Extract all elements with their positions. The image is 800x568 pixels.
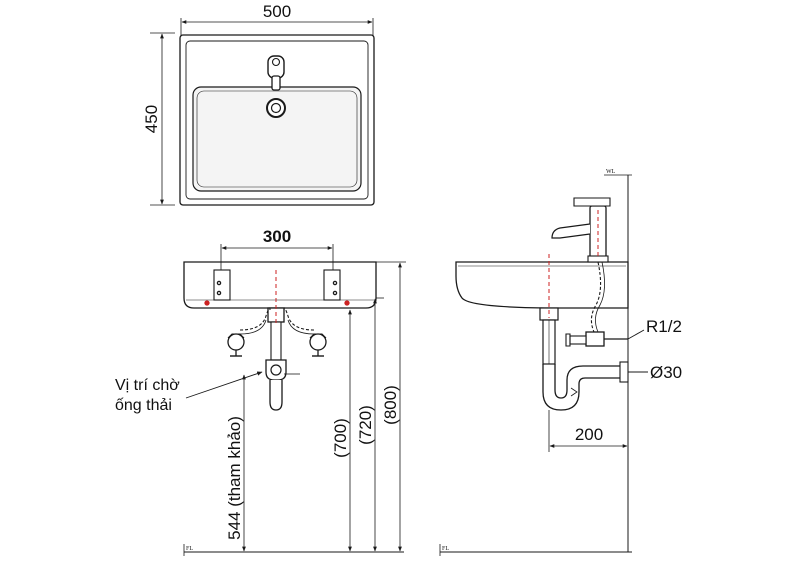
front-view: [183, 244, 406, 556]
bracket-right: [323, 269, 341, 301]
dim-450: 450: [142, 105, 161, 133]
bracket-left: [213, 269, 231, 301]
dim-720: (720): [356, 405, 375, 445]
side-view: [439, 174, 648, 556]
dim-300: 300: [263, 227, 291, 246]
basin-side: [455, 261, 629, 309]
angle-valve-right: [309, 333, 327, 357]
supply-thread-label: R1/2: [646, 317, 682, 336]
dim-700: (700): [331, 418, 350, 458]
drain-leader: [185, 371, 263, 399]
supply-hose-left: [239, 307, 271, 331]
p-trap-side: [542, 364, 628, 411]
floor-label-front: FL: [186, 546, 193, 552]
dim-800: (800): [381, 385, 400, 425]
p-trap-front: [265, 359, 287, 381]
angle-valve-left: [227, 333, 245, 357]
supply-hose-right: [283, 307, 315, 331]
drain-diameter-label: Ø30: [650, 363, 682, 382]
floor-label-side: FL: [442, 546, 449, 552]
angle-valve-side: [565, 331, 628, 347]
top-view: [150, 18, 375, 206]
supply-hose-side: [590, 261, 602, 333]
faucet-top: [267, 55, 285, 79]
dim-200: 200: [575, 425, 603, 444]
drain-position-label-1: Vị trí chờ: [115, 377, 180, 394]
drain-top: [266, 98, 286, 118]
faucet-side: [551, 197, 611, 263]
dim-500: 500: [263, 2, 291, 21]
drain-position-label-2: ống thải: [115, 397, 172, 414]
dim-544: 544 (tham khảo): [225, 416, 244, 540]
water-level-label: WL: [606, 169, 616, 175]
